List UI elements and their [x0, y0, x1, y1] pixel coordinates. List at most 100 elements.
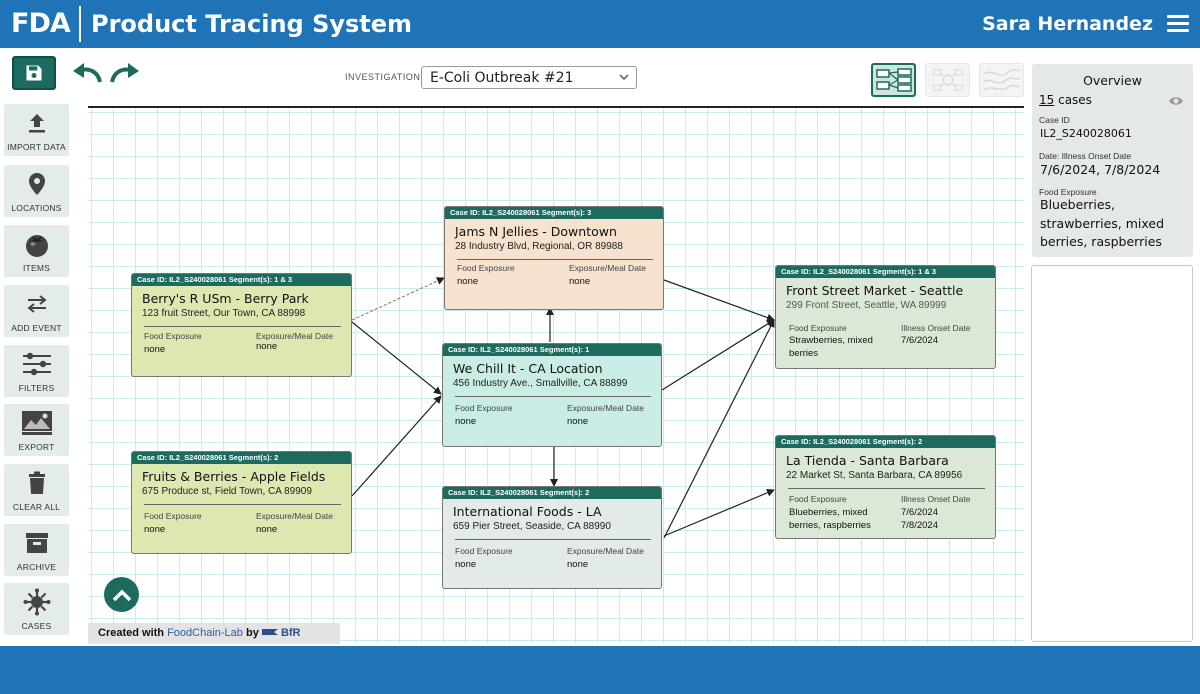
- export-button[interactable]: EXPORT: [4, 404, 69, 456]
- node-address: 659 Pier Street, Seaside, CA 88990: [453, 521, 611, 532]
- node-label: Food Exposure: [789, 494, 847, 504]
- case-id-value: IL2_S240028061: [1040, 127, 1132, 140]
- node-title: Fruits & Berries - Apple Fields: [142, 469, 326, 484]
- node-divider: [455, 396, 651, 397]
- sidebar-item-label: IMPORT DATA: [7, 142, 66, 152]
- credit-text: Created with: [98, 627, 165, 639]
- node-label: Food Exposure: [455, 403, 513, 413]
- node-label: Food Exposure: [457, 263, 515, 273]
- sidebar-item-label: CLEAR ALL: [12, 502, 61, 512]
- archive-button[interactable]: ARCHIVE: [4, 524, 69, 576]
- node-value: none: [144, 344, 166, 355]
- node-divider: [788, 318, 985, 319]
- node-title: International Foods - LA: [453, 504, 602, 519]
- node-value: 7/6/2024 7/8/2024: [901, 507, 938, 531]
- node-title: Berry's R USm - Berry Park: [142, 291, 309, 306]
- scroll-up-button[interactable]: [104, 577, 139, 612]
- graph-view-button[interactable]: [871, 63, 916, 97]
- locations-button[interactable]: LOCATIONS: [4, 165, 69, 217]
- node-header: Case ID: IL2_S240028061 Segment(s): 1 & …: [776, 266, 995, 278]
- node-header: Case ID: IL2_S240028061 Segment(s): 3: [445, 207, 663, 219]
- upload-icon: [28, 114, 45, 133]
- node-title: Jams N Jellies - Downtown: [455, 224, 617, 239]
- sidebar-item-label: EXPORT: [18, 442, 55, 452]
- node-address: 675 Produce st, Field Town, CA 89909: [142, 486, 312, 497]
- trash-icon: [28, 471, 45, 494]
- investigation-value: E-Coli Outbreak #21: [430, 70, 574, 86]
- details-panel: [1031, 265, 1193, 642]
- user-name[interactable]: Sara Hernandez: [982, 13, 1153, 35]
- swap-arrows-icon: [26, 295, 47, 313]
- foodchain-lab-link[interactable]: FoodChain-Lab: [167, 627, 243, 639]
- node-tienda[interactable]: Case ID: IL2_S240028061 Segment(s): 2 La…: [775, 435, 996, 539]
- menu-icon[interactable]: [1167, 15, 1189, 33]
- node-label: Food Exposure: [789, 323, 847, 333]
- clear-all-button[interactable]: CLEAR ALL: [4, 464, 69, 516]
- case-count[interactable]: 15 cases: [1039, 93, 1092, 107]
- node-value: Blueberries, mixed berries, raspberries: [789, 507, 871, 531]
- redo-icon: [110, 63, 139, 83]
- import-data-button[interactable]: IMPORT DATA: [4, 104, 69, 156]
- investigation-select[interactable]: E-Coli Outbreak #21: [421, 66, 637, 89]
- cases-button[interactable]: CASES: [4, 583, 69, 635]
- onset-date-label: Date: Illness Onset Date: [1039, 151, 1132, 161]
- node-address: 123 fruit Street, Our Town, CA 88998: [142, 308, 306, 319]
- archive-box-icon: [25, 533, 48, 553]
- node-label: Illness Onset Date: [901, 323, 971, 333]
- graph-view-icon: [875, 68, 912, 92]
- sliders-icon: [22, 352, 51, 376]
- node-jams[interactable]: Case ID: IL2_S240028061 Segment(s): 3 Ja…: [444, 206, 664, 310]
- node-title: Front Street Market - Seattle: [786, 283, 964, 298]
- eye-icon[interactable]: [1168, 95, 1184, 107]
- node-label: Exposure/Meal Date: [567, 403, 645, 413]
- bfr-text: BfR: [280, 627, 301, 639]
- sidebar-item-label: ADD EVENT: [11, 323, 62, 333]
- onset-date-value: 7/6/2024, 7/8/2024: [1040, 162, 1161, 177]
- sidebar-item-label: FILTERS: [18, 383, 55, 393]
- node-address: 22 Market St, Santa Barbara, CA 89956: [786, 470, 963, 481]
- sidebar-item-label: ARCHIVE: [16, 562, 57, 572]
- map-view-button[interactable]: [979, 63, 1024, 97]
- node-header: Case ID: IL2_S240028061 Segment(s): 2: [443, 487, 661, 499]
- items-button[interactable]: ITEMS: [4, 225, 69, 277]
- node-label: Exposure/Meal Date: [256, 331, 334, 341]
- bfr-logo-icon: [261, 629, 278, 635]
- node-value: none: [457, 276, 479, 287]
- node-divider: [144, 504, 341, 505]
- save-button[interactable]: [12, 56, 56, 90]
- gis-view-icon: [931, 69, 964, 91]
- case-id-label: Case ID: [1039, 115, 1070, 125]
- node-divider: [455, 539, 651, 540]
- canvas-top-border: [88, 106, 1024, 108]
- node-label: Exposure/Meal Date: [567, 546, 645, 556]
- filters-button[interactable]: FILTERS: [4, 345, 69, 397]
- node-value: none: [256, 341, 278, 352]
- node-divider: [144, 326, 341, 327]
- undo-icon: [73, 63, 102, 83]
- node-fruits[interactable]: Case ID: IL2_S240028061 Segment(s): 2 Fr…: [131, 451, 352, 554]
- node-address: 456 Industry Ave., Smallville, CA 88899: [453, 378, 628, 389]
- redo-button[interactable]: [108, 60, 142, 86]
- node-intl[interactable]: Case ID: IL2_S240028061 Segment(s): 2 In…: [442, 486, 662, 589]
- sidebar-item-label: ITEMS: [23, 263, 50, 273]
- node-header: Case ID: IL2_S240028061 Segment(s): 2: [776, 436, 995, 448]
- node-chill[interactable]: Case ID: IL2_S240028061 Segment(s): 1 We…: [442, 343, 662, 447]
- virus-icon: [23, 588, 50, 616]
- sidebar-item-label: CASES: [21, 621, 52, 631]
- logo-divider: [79, 6, 81, 42]
- undo-button[interactable]: [70, 60, 104, 86]
- node-front[interactable]: Case ID: IL2_S240028061 Segment(s): 1 & …: [775, 265, 996, 369]
- node-value: none: [455, 559, 477, 570]
- node-label: Illness Onset Date: [901, 494, 971, 504]
- case-count-suffix: cases: [1054, 93, 1092, 107]
- image-export-icon: [21, 411, 52, 435]
- node-value: none: [569, 276, 591, 287]
- map-view-icon: [982, 68, 1021, 91]
- add-event-button[interactable]: ADD EVENT: [4, 285, 69, 337]
- overview-title: Overview: [1083, 73, 1142, 88]
- node-berrys[interactable]: Case ID: IL2_S240028061 Segment(s): 1 & …: [131, 273, 352, 377]
- case-count-number: 15: [1039, 93, 1055, 107]
- fda-logo[interactable]: FDA: [11, 8, 71, 39]
- gis-view-button[interactable]: [925, 63, 970, 97]
- node-label: Food Exposure: [144, 331, 202, 341]
